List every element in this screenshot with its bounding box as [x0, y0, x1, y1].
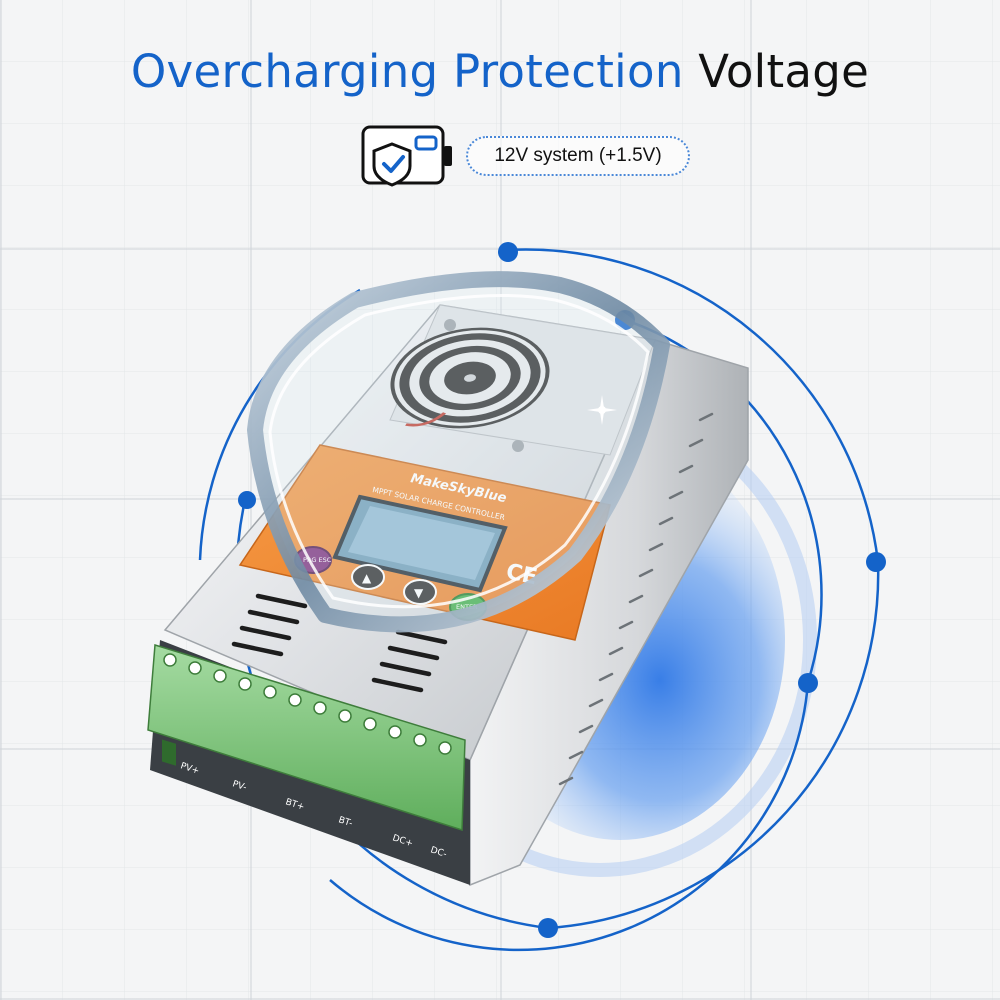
prg-esc-label: PRG ESC — [303, 556, 332, 564]
terminal-label: DC- — [429, 845, 448, 860]
top-vent-slots — [231, 593, 448, 693]
screw-icon — [512, 440, 524, 452]
title-suffix: Voltage — [698, 45, 870, 98]
orbit-dot — [498, 242, 518, 262]
down-arrow-icon: ▼ — [414, 586, 424, 600]
up-button[interactable]: ▲ — [351, 564, 385, 590]
orbit-arc-outer-top — [507, 248, 880, 563]
title-highlight: Overcharging Protection — [130, 45, 684, 98]
up-arrow-icon: ▲ — [362, 571, 372, 585]
orbit-dot — [538, 918, 558, 938]
orbit-arc-inner-bottom — [329, 681, 810, 952]
cooling-fan-icon — [390, 327, 550, 429]
orbit-dot — [866, 552, 886, 572]
terminal-block — [147, 644, 466, 832]
orbit-arc-outer-right — [547, 561, 880, 930]
screw-icon — [444, 319, 456, 331]
orbit-dot — [238, 491, 256, 509]
terminal-label: BT- — [337, 815, 353, 829]
voltage-label: 12V system (+1.5V) — [466, 136, 690, 176]
orbit-dot — [798, 673, 818, 693]
side-vent-slots — [558, 412, 714, 786]
battery-shield-check-icon — [361, 125, 452, 187]
page-title: Overcharging Protection Voltage — [0, 40, 1000, 104]
lcd-display — [348, 506, 495, 580]
terminal-label: PV- — [231, 779, 248, 793]
terminal-screws — [163, 653, 452, 755]
terminal-wire-slots — [162, 739, 176, 766]
voltage-badge: 12V system (+1.5V) — [360, 124, 700, 188]
down-button[interactable]: ▼ — [403, 579, 437, 605]
enter-label: ENTER — [456, 603, 478, 611]
protection-shield-icon — [247, 271, 670, 633]
